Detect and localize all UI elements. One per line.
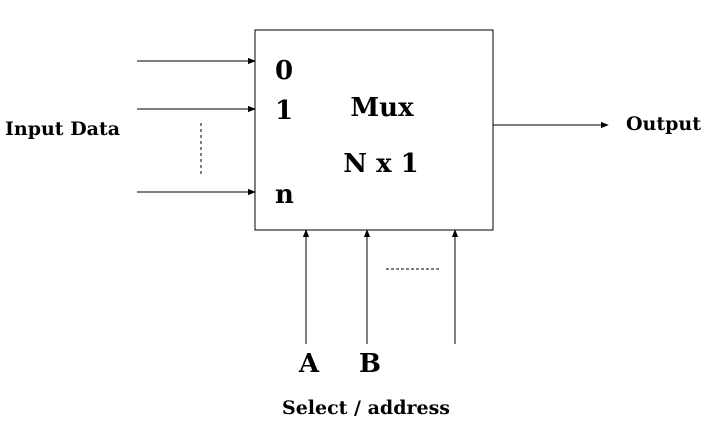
select-label-b: B: [359, 349, 381, 379]
port-label-0: 0: [275, 56, 293, 86]
select-label-a: A: [298, 349, 320, 379]
mux-title: Mux: [350, 93, 414, 123]
mux-size: N x 1: [343, 149, 418, 179]
port-label-n: n: [275, 180, 294, 210]
input-data-label: Input Data: [5, 118, 120, 140]
output-label: Output: [626, 113, 701, 135]
mux-block: [254, 29, 494, 231]
port-label-1: 1: [275, 96, 293, 126]
select-caption: Select / address: [282, 397, 450, 419]
